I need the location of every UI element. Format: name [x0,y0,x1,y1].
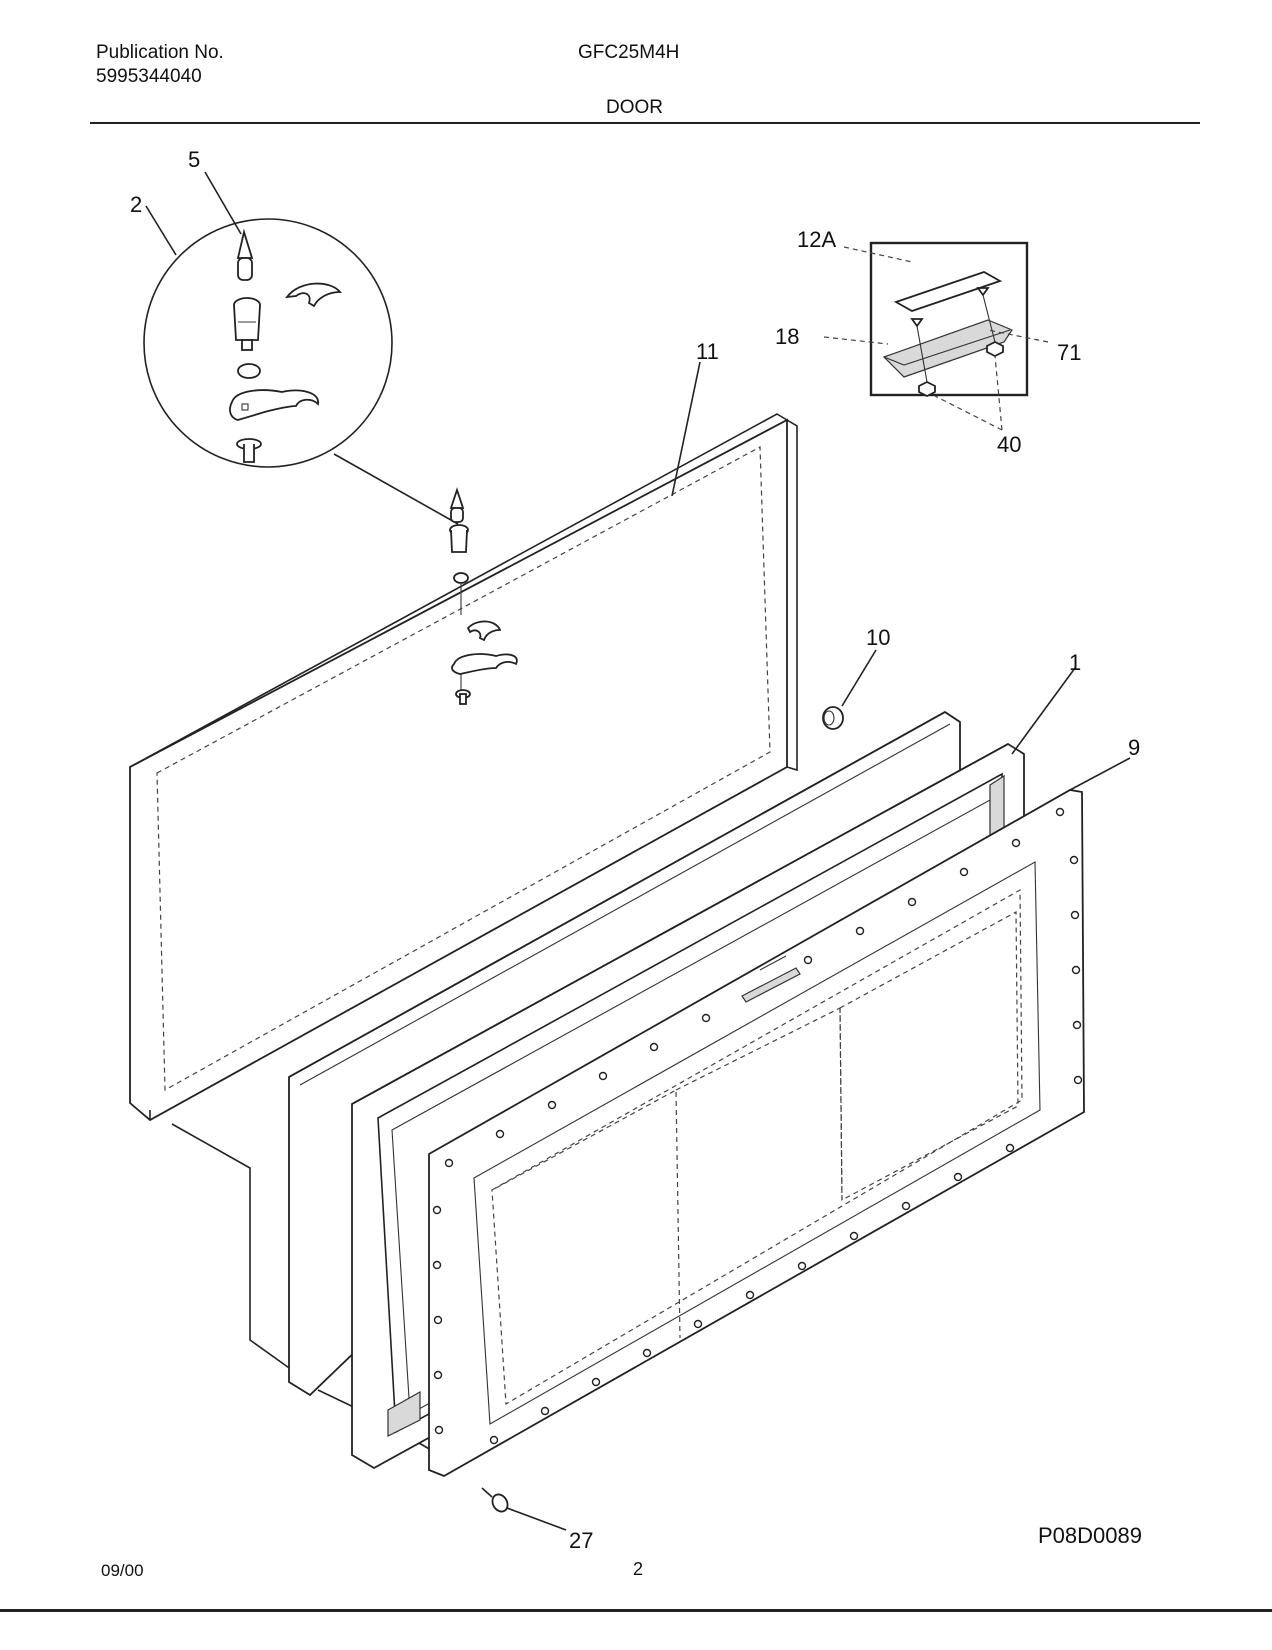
callout-10: 10 [866,625,890,650]
callout-12a: 12A [797,227,836,252]
handle-inset-box [823,241,1049,431]
page-number: 2 [633,1559,644,1579]
callout-18: 18 [775,324,799,349]
callout-11: 11 [696,339,719,364]
hinge-bushing [233,297,261,351]
callout-9: 9 [1128,735,1140,760]
drawing-code: P08D0089 [1038,1523,1142,1548]
footer-rule [0,1609,1272,1612]
publication-label: Publication No. [96,42,224,63]
door-hinge-assembly [449,487,518,705]
outer-door-panel [129,413,798,1122]
hinge-screw [236,438,262,463]
callout-71: 71 [1057,340,1081,365]
callout-2: 2 [130,192,142,217]
liner-screw-holes [432,807,1083,1445]
hinge-clip [285,282,342,308]
callout-27: 27 [569,1528,593,1553]
revision-date: 09/00 [101,1561,144,1580]
hinge-detail-circle [143,171,459,525]
callout-1: 1 [1069,650,1081,675]
section-title: DOOR [606,97,663,118]
header-rule [90,122,1200,124]
o-ring [237,363,261,379]
hinge-bracket [229,389,319,421]
callout-40: 40 [997,432,1021,457]
liner-screw [481,1487,567,1531]
model-number: GFC25M4H [578,42,680,63]
hinge-pin-cap [236,228,254,281]
publication-number: 5995344040 [96,66,202,87]
door-plug [822,649,877,730]
callout-5: 5 [188,147,200,172]
